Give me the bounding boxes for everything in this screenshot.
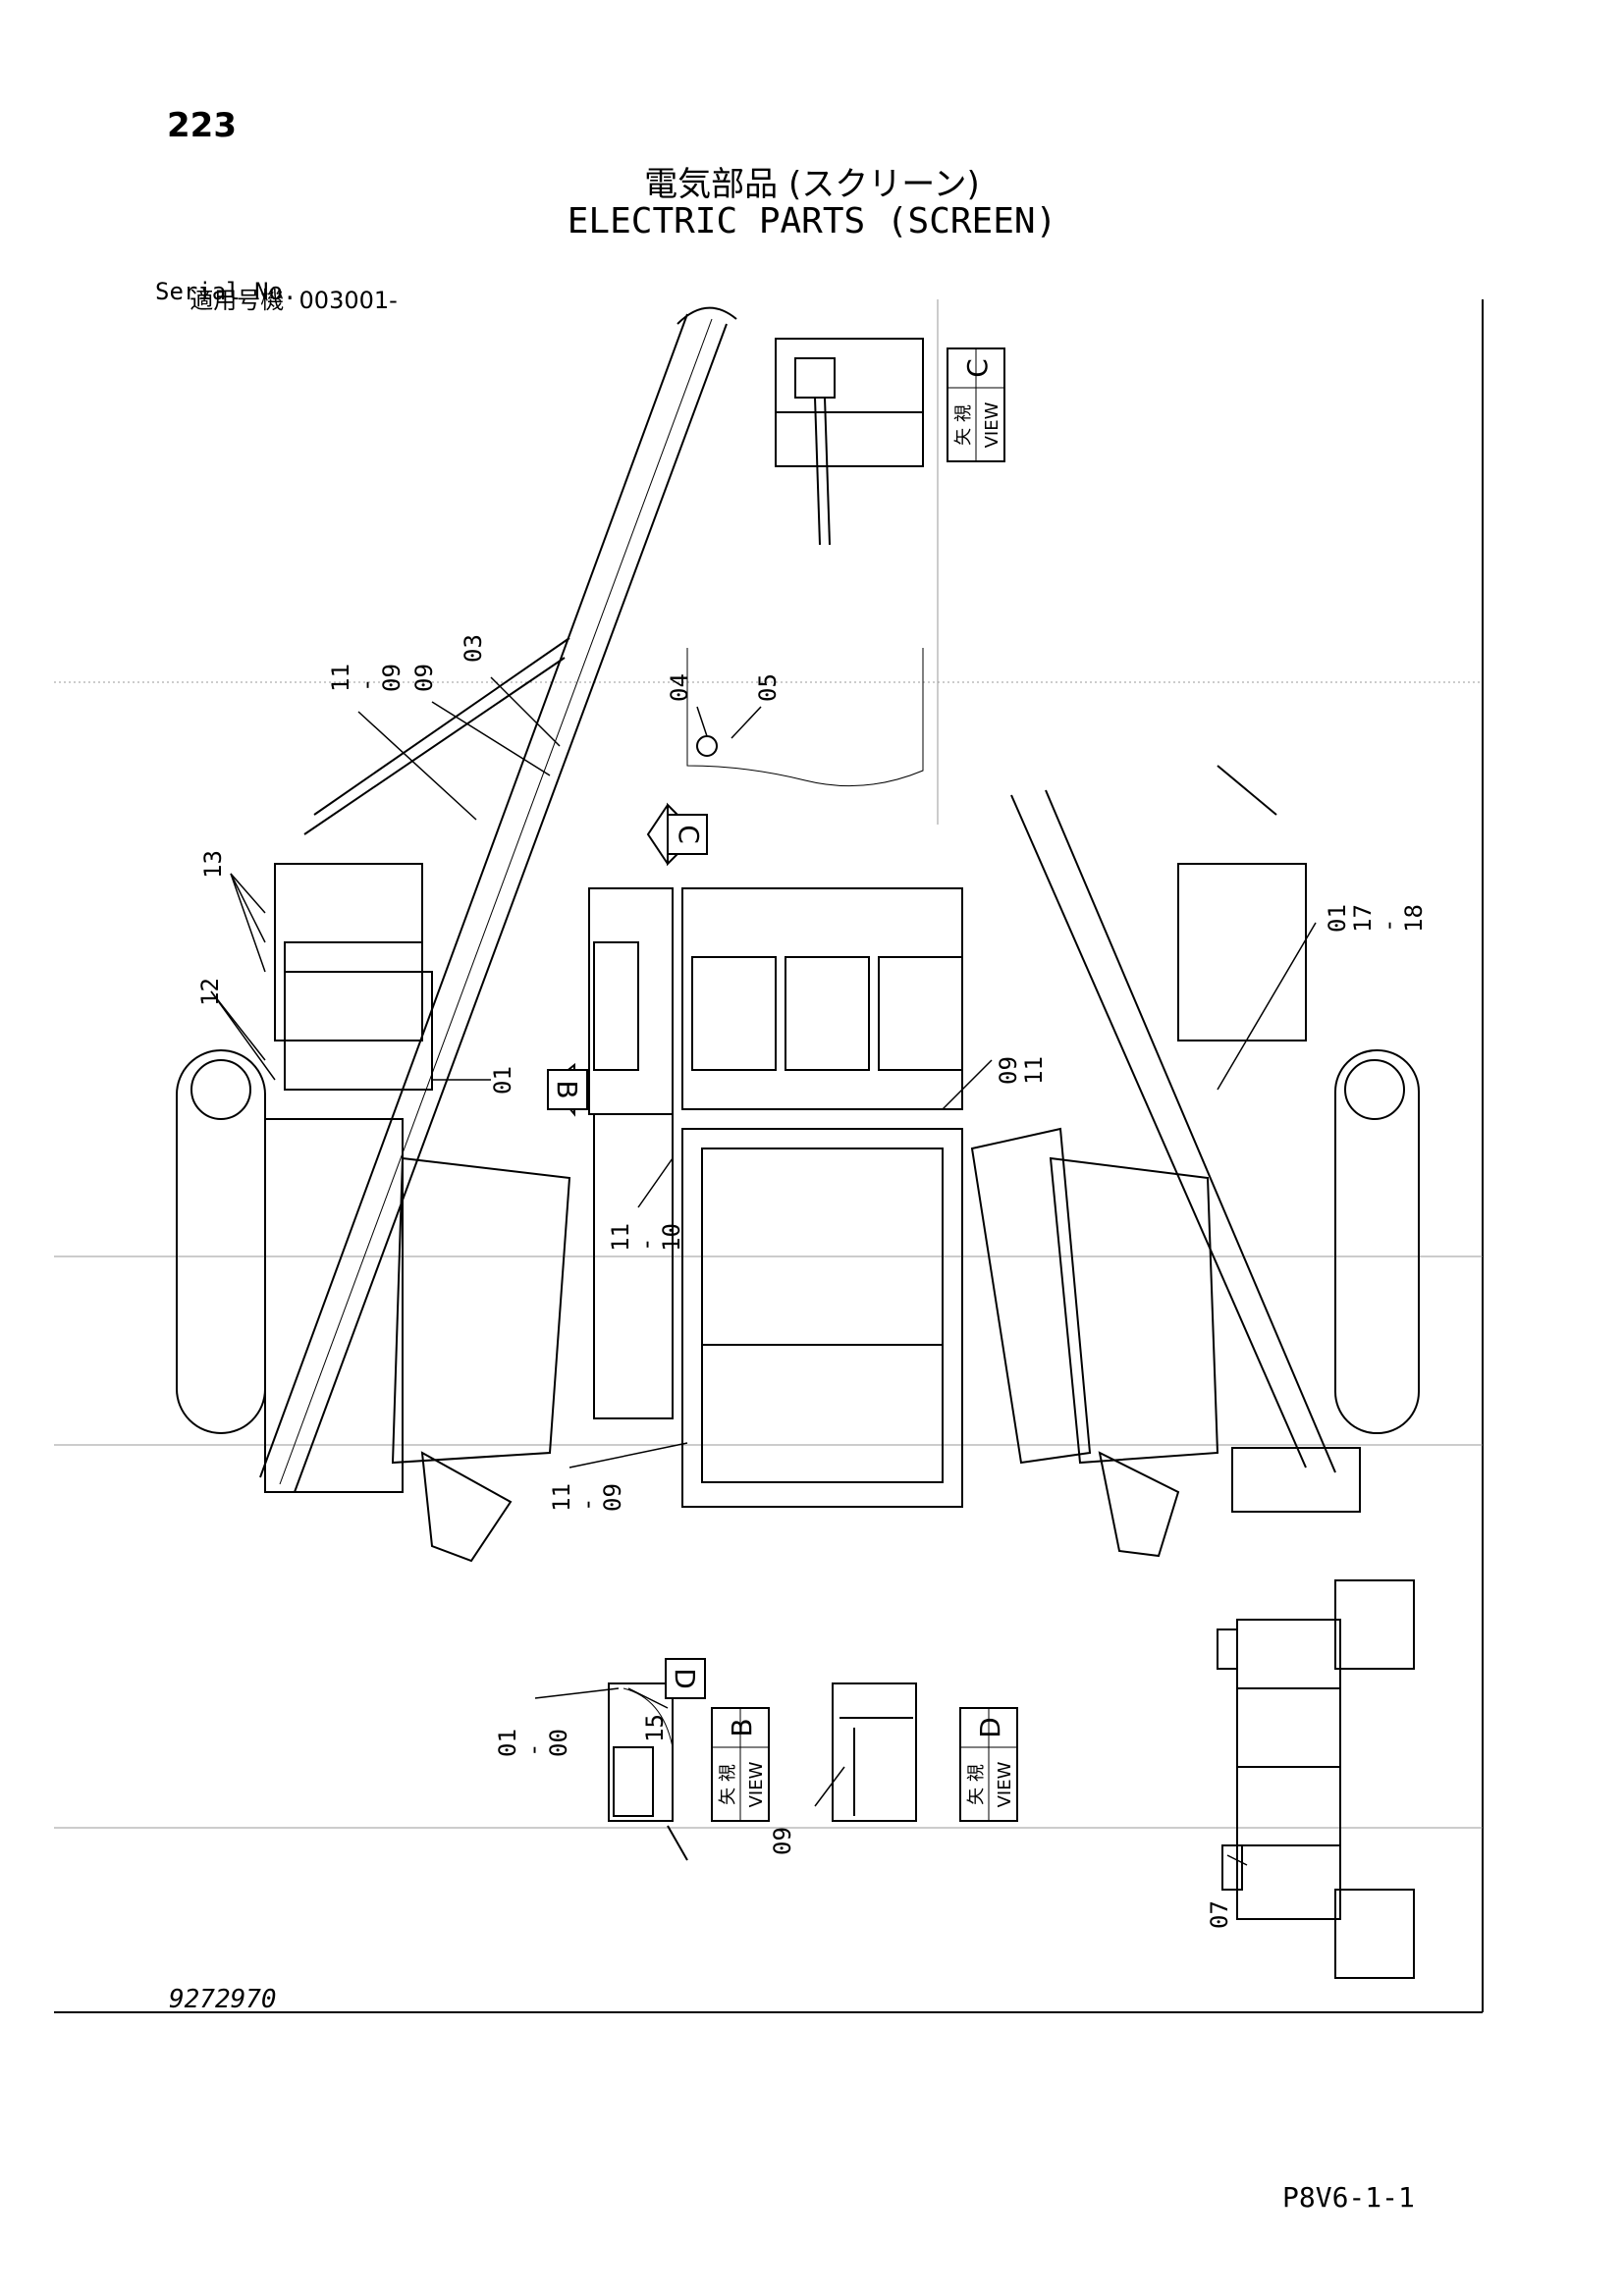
callout-line: 09	[599, 1483, 626, 1512]
leader-lines	[210, 676, 1317, 1866]
view-d-detail	[832, 1682, 917, 1822]
direction-arrow-b: B	[547, 1062, 588, 1117]
callout-line: 01	[1324, 904, 1351, 933]
callout-labels: 11-09 09 03 04 05 13 12 01 0117-18 0911 …	[196, 634, 1428, 1929]
callout-line: 03	[460, 634, 487, 663]
callout-01-00: 01-00	[494, 1729, 572, 1757]
view-b-letter: B	[726, 1718, 758, 1736]
view-d-label: 矢 視 VIEW D	[959, 1707, 1018, 1822]
callout-line: 18	[1400, 904, 1428, 933]
callout-line: 00	[545, 1729, 572, 1757]
view-c-letter: C	[961, 358, 994, 378]
view-b-en: VIEW	[746, 1761, 767, 1807]
callout-line: -	[1375, 919, 1402, 933]
callout-line: 15	[641, 1714, 669, 1742]
callout-line: 11	[548, 1483, 575, 1512]
page-number: 223	[167, 106, 237, 145]
callout-line: 13	[199, 850, 227, 879]
callout-15: 15	[641, 1714, 669, 1742]
callout-line: -	[632, 1238, 660, 1252]
view-c-en: VIEW	[982, 401, 1002, 448]
serial-label-jp: 適用号機	[189, 287, 285, 314]
callout-line: 07	[1206, 1900, 1233, 1929]
view-b-label: 矢 視 VIEW B	[711, 1707, 770, 1822]
callout-line: 12	[196, 978, 224, 1006]
callout-line: 09	[995, 1056, 1022, 1085]
callout-line: 01	[494, 1729, 521, 1757]
callout-11-09-lower: 11-09	[548, 1483, 626, 1512]
callout-line: 11	[327, 664, 354, 692]
direction-arrow-d-label: D	[669, 1668, 701, 1689]
view-d-letter: D	[974, 1717, 1006, 1738]
callout-line: -	[352, 678, 380, 692]
callout-04: 04	[666, 673, 693, 702]
page-code: P8V6-1-1	[1282, 2181, 1415, 2214]
serial-label-english: Serial No.	[155, 278, 298, 305]
title-japanese: 電気部品 (スクリーン)	[644, 165, 980, 204]
callout-line: 01	[489, 1066, 516, 1095]
callout-09-upper: 09	[410, 664, 438, 692]
callout-09-11-center: 0911	[995, 1056, 1048, 1085]
callout-line: 09	[378, 664, 406, 692]
left-conveyor	[259, 306, 737, 1493]
callout-line: 10	[658, 1223, 685, 1252]
callout-13: 13	[199, 850, 227, 879]
callout-line: 17	[1349, 904, 1377, 933]
view-b-detail	[608, 1682, 688, 1861]
callout-line: 05	[754, 673, 782, 702]
direction-arrow-c: C	[646, 802, 708, 867]
callout-line: 09	[769, 1827, 796, 1855]
direction-arrow-c-label: C	[673, 825, 705, 844]
callout-line: 04	[666, 673, 693, 702]
title-english: ELECTRIC PARTS (SCREEN)	[567, 201, 1057, 241]
callout-05: 05	[754, 673, 782, 702]
drawing-number: 9272970	[169, 1985, 277, 2014]
right-conveyor	[1010, 765, 1336, 1473]
center-unit	[588, 648, 963, 1508]
view-d-jp: 矢 視	[966, 1764, 987, 1805]
right-machine-body	[970, 863, 1420, 1558]
side-view-detail	[1217, 1579, 1415, 1979]
callout-line: 11	[1020, 1056, 1048, 1085]
callout-line: 09	[410, 664, 438, 692]
callout-01-left: 01	[489, 1066, 516, 1095]
view-c-detail	[775, 338, 924, 546]
view-c-label: 矢 視 VIEW C	[947, 347, 1005, 462]
direction-arrow-b-label: B	[551, 1080, 583, 1098]
view-c-jp: 矢 視	[953, 404, 974, 446]
view-b-jp: 矢 視	[718, 1764, 738, 1805]
callout-09-view-d: 09	[769, 1827, 796, 1855]
callout-line: -	[573, 1498, 601, 1512]
direction-arrow-d: D	[665, 1658, 706, 1699]
callout-line: 11	[607, 1223, 634, 1252]
callout-11-10: 11-10	[607, 1223, 685, 1252]
view-d-en: VIEW	[995, 1761, 1015, 1807]
callout-01-17-18: 0117-18	[1324, 904, 1428, 933]
serial-line-japanese: 適用号機 003001-	[175, 253, 398, 315]
left-machine-body	[176, 863, 571, 1563]
callout-03: 03	[460, 634, 487, 663]
callout-11-09-upper: 11-09	[327, 664, 406, 692]
serial-value: 003001-	[298, 287, 398, 314]
callout-line: -	[519, 1743, 547, 1757]
callout-12: 12	[196, 978, 224, 1006]
callout-07: 07	[1206, 1900, 1233, 1929]
